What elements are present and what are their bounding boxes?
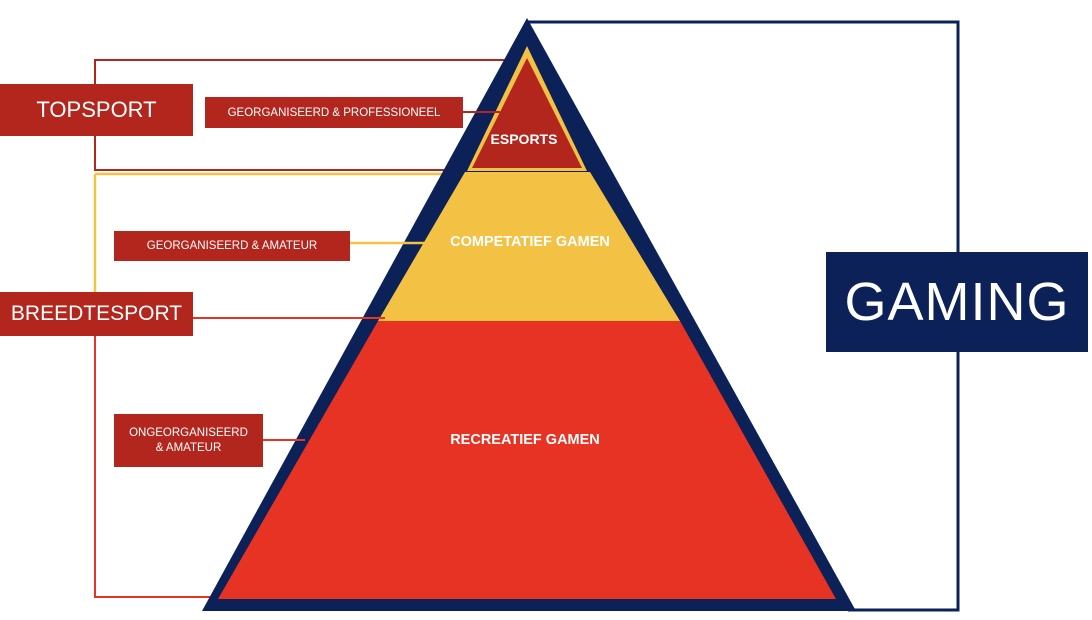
tier-competatief-label: COMPETATIEF GAMEN bbox=[450, 234, 610, 250]
breedtesport-label: BREEDTESPORT bbox=[0, 292, 193, 336]
georganiseerd-amateur-label: GEORGANISEERD & AMATEUR bbox=[114, 231, 350, 261]
tier-competatief-shape bbox=[378, 172, 680, 321]
tier-recreatief-label: RECREATIEF GAMEN bbox=[450, 432, 600, 448]
breedtesport-bracket-red bbox=[94, 336, 215, 598]
tier-esports-label: ESPORTS bbox=[490, 131, 558, 147]
gaming-label: GAMING bbox=[826, 252, 1088, 352]
tier-esports-shape bbox=[472, 58, 582, 168]
ongeorganiseerd-amateur-label: ONGEORGANISEERD & AMATEUR bbox=[114, 414, 263, 467]
georganiseerd-professioneel-label: GEORGANISEERD & PROFESSIONEEL bbox=[205, 97, 463, 128]
topsport-label: TOPSPORT bbox=[0, 84, 193, 136]
tier-recreatief-shape bbox=[218, 321, 836, 599]
